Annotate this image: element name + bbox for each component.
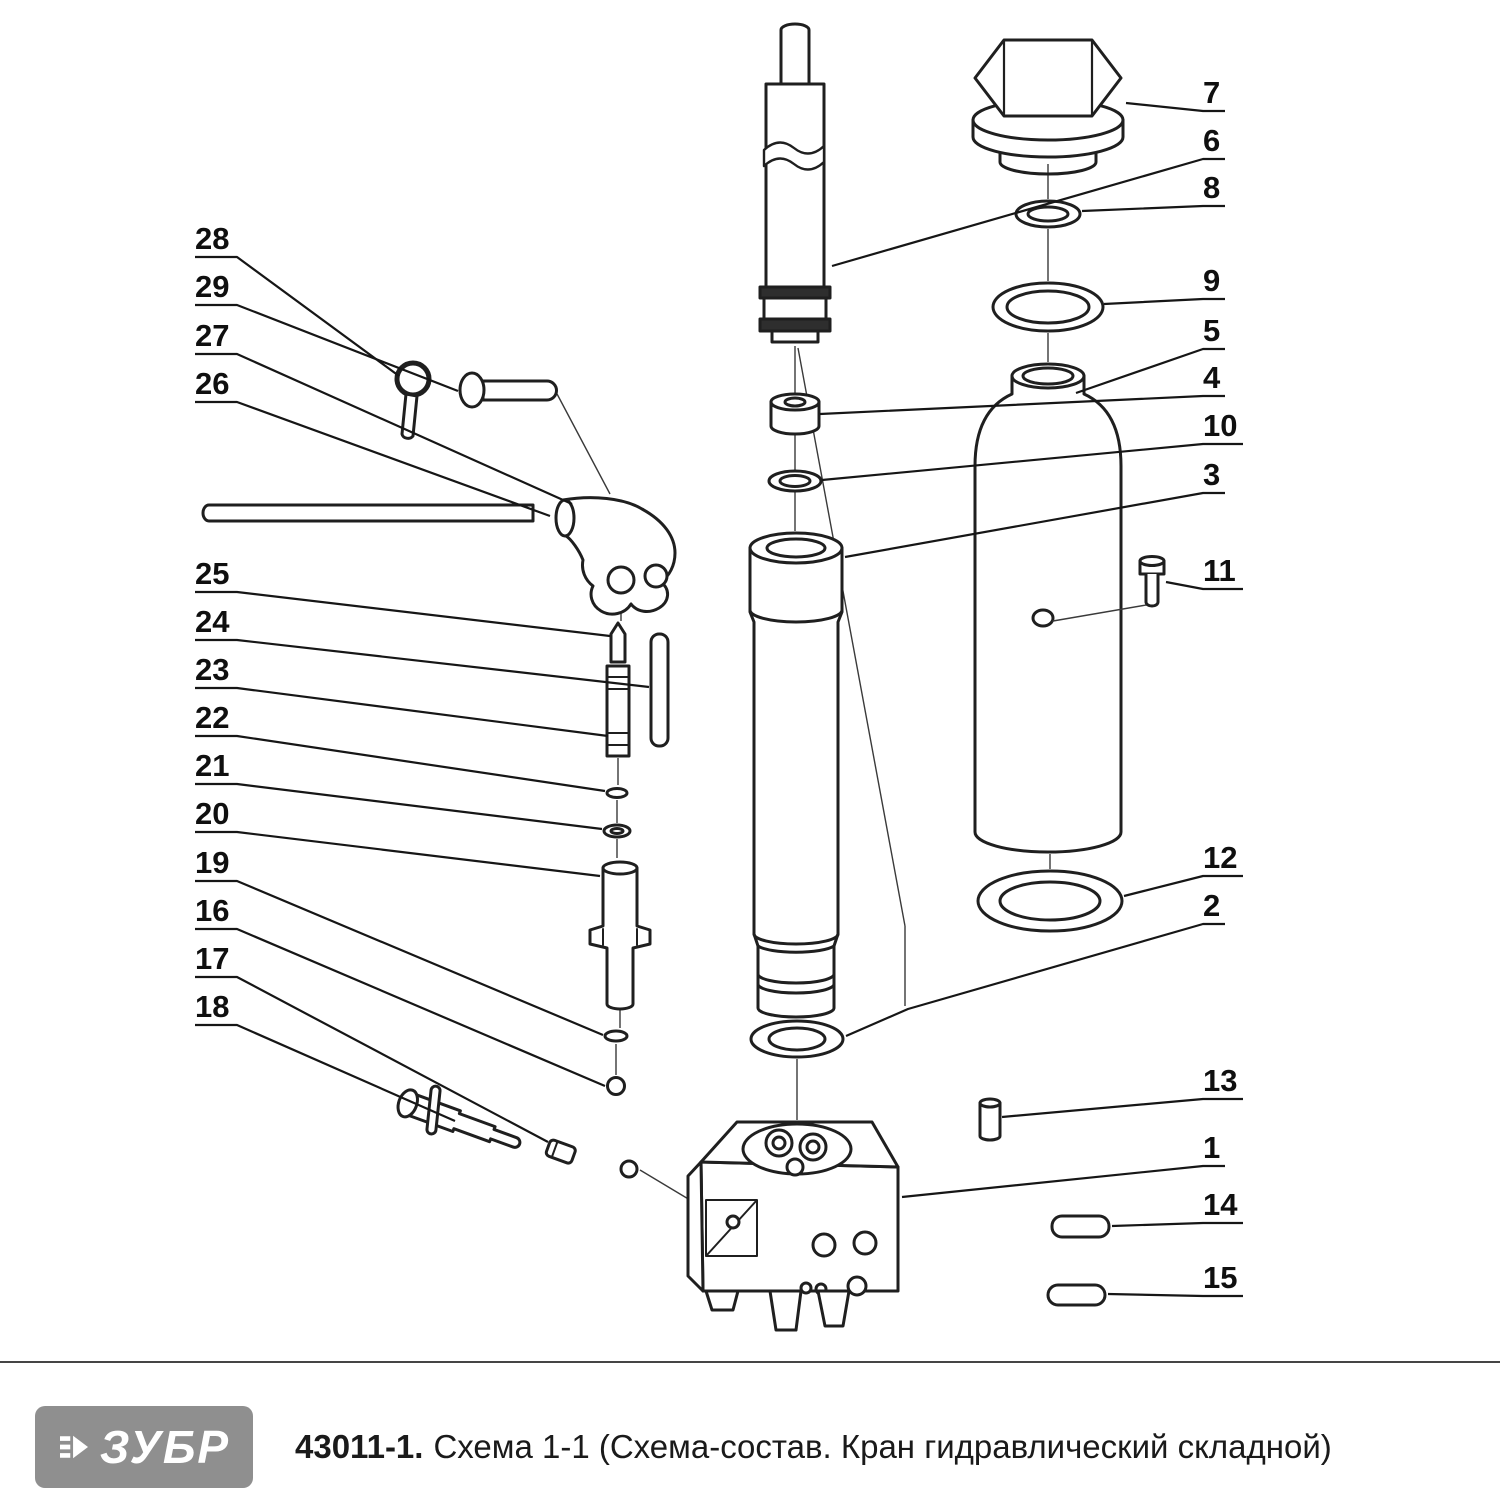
part-pin-14 <box>1050 1214 1111 1239</box>
callout-leader-23 <box>195 686 609 738</box>
part-valve-spool-23 <box>605 664 631 758</box>
callout-leader-22 <box>195 734 606 793</box>
callout-leader-6 <box>831 157 1225 268</box>
callout-label-24: 24 <box>195 604 230 639</box>
part-reservoir-5 <box>973 362 1123 854</box>
callout-leader-10 <box>821 442 1243 482</box>
callout-label-27: 27 <box>195 318 229 353</box>
caption: 43011-1.Схема 1-1 (Схема-состав. Кран ги… <box>295 1428 1332 1466</box>
callout-label-16: 16 <box>195 893 229 928</box>
part-oring-10 <box>767 469 823 493</box>
callout-leader-28 <box>195 255 400 377</box>
callout-label-28: 28 <box>195 221 229 256</box>
callout-label-17: 17 <box>195 941 229 976</box>
part-ball-16 <box>606 1076 626 1096</box>
callout-leader-13 <box>1001 1097 1243 1119</box>
exploded-diagram: 2829272625242322212019161718768954103111… <box>195 22 1243 1332</box>
callout-leader-15 <box>1107 1292 1243 1298</box>
callout-label-3: 3 <box>1203 457 1220 492</box>
callout-leader-9 <box>1103 297 1225 306</box>
callout-leader-14 <box>1111 1221 1243 1228</box>
callout-leader-21 <box>195 782 603 831</box>
callout-label-1: 1 <box>1203 1130 1220 1165</box>
part-oring-9 <box>991 281 1105 333</box>
part-bolt-29 <box>458 371 558 409</box>
part-bolt-11 <box>1052 555 1166 622</box>
part-cap-nut-7 <box>971 38 1125 176</box>
callouts: 2829272625242322212019161718768954103111… <box>195 75 1243 1298</box>
callout-label-15: 15 <box>1203 1260 1237 1295</box>
part-oring-12 <box>976 869 1124 933</box>
callout-label-9: 9 <box>1203 263 1220 298</box>
callout-label-7: 7 <box>1203 75 1220 110</box>
part-washer-2 <box>749 1019 845 1059</box>
callout-leader-11 <box>1165 580 1243 591</box>
callout-label-2: 2 <box>1203 888 1220 923</box>
part-pin-24 <box>649 632 670 748</box>
part-valve-pin-25 <box>609 621 627 664</box>
callout-leader-18 <box>195 1023 456 1123</box>
callout-label-20: 20 <box>195 796 229 831</box>
callout-leader-5 <box>1075 347 1225 395</box>
callout-label-6: 6 <box>1203 123 1220 158</box>
callout-leader-19 <box>195 879 604 1037</box>
part-handle-bracket-27 <box>554 496 677 616</box>
part-base-block-1 <box>686 1120 900 1332</box>
part-sleeve-17 <box>544 1138 577 1165</box>
callout-label-13: 13 <box>1203 1063 1237 1098</box>
callout-leader-29 <box>195 303 459 393</box>
part-piston-20 <box>588 860 652 1011</box>
footer-divider <box>0 1361 1500 1363</box>
callout-leader-16 <box>195 927 606 1088</box>
callout-leader-2 <box>845 922 1225 1038</box>
callout-label-14: 14 <box>1203 1187 1238 1222</box>
callout-label-19: 19 <box>195 845 229 880</box>
callout-leader-3 <box>844 491 1225 559</box>
part-bushing-4 <box>769 392 821 436</box>
part-oring-21 <box>602 823 632 839</box>
callout-leader-12 <box>1123 874 1243 898</box>
part-oring-8 <box>1014 199 1082 229</box>
callout-label-26: 26 <box>195 366 229 401</box>
callout-leader-1 <box>901 1164 1225 1199</box>
callout-leader-20 <box>195 830 601 878</box>
part-handle-rod-26 <box>201 503 535 523</box>
callout-label-11: 11 <box>1203 553 1236 588</box>
part-pump-plunger-6 <box>758 22 832 344</box>
brand-arrow-icon <box>58 1433 90 1461</box>
callout-label-21: 21 <box>195 748 229 783</box>
assembly-axis-lines <box>555 164 1051 1207</box>
part-pin-15 <box>1046 1283 1107 1307</box>
part-oring-22 <box>605 787 629 799</box>
callout-label-18: 18 <box>195 989 229 1024</box>
part-release-screw-18 <box>396 1088 522 1149</box>
callout-leader-4 <box>819 394 1225 416</box>
callout-label-5: 5 <box>1203 313 1220 348</box>
callout-leader-26 <box>195 400 551 518</box>
callout-label-29: 29 <box>195 269 229 304</box>
part-inner-cylinder-3 <box>748 531 844 1019</box>
callout-leader-17 <box>195 975 549 1143</box>
callout-leader-27 <box>195 352 573 506</box>
callout-label-22: 22 <box>195 700 229 735</box>
footer: ЗУБР 43011-1.Схема 1-1 (Схема-состав. Кр… <box>35 1404 1465 1490</box>
callout-label-25: 25 <box>195 556 229 591</box>
callout-label-10: 10 <box>1203 408 1237 443</box>
callout-label-23: 23 <box>195 652 229 687</box>
callout-label-4: 4 <box>1203 360 1221 395</box>
part-ball-18 <box>619 1159 639 1179</box>
brand-logo: ЗУБР <box>35 1406 253 1488</box>
part-oring-19 <box>603 1029 629 1043</box>
callout-leader-24 <box>195 638 650 689</box>
caption-title: Схема 1-1 (Схема-состав. Кран гидравличе… <box>433 1428 1332 1465</box>
callout-leader-7 <box>1125 101 1225 113</box>
callout-label-12: 12 <box>1203 840 1237 875</box>
callout-label-8: 8 <box>1203 170 1220 205</box>
part-pin-13 <box>978 1097 1002 1142</box>
caption-code: 43011-1. <box>295 1428 424 1465</box>
callout-leader-8 <box>1081 204 1225 213</box>
callout-leader-25 <box>195 590 611 638</box>
brand-name: ЗУБР <box>99 1421 231 1473</box>
